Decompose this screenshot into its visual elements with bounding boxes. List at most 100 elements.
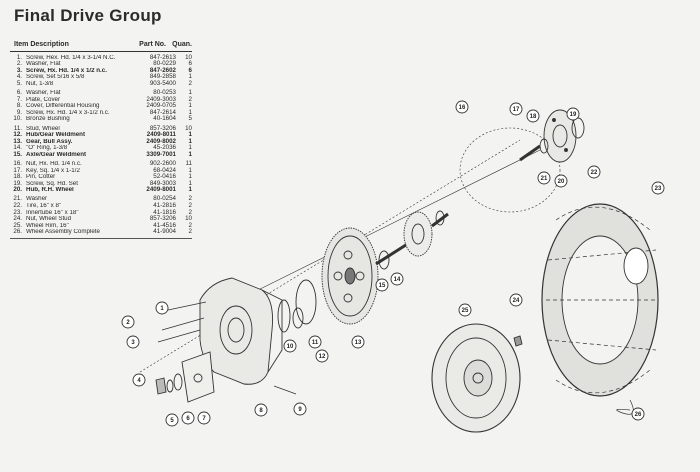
row-description: Innertube 16" x 18" [26, 209, 79, 216]
wheel-hub [519, 109, 585, 163]
callout-label: 1 [160, 306, 164, 312]
row-part-number: 41-4516 [153, 221, 176, 229]
table-body: 1.Screw, Hex. Hd. 1/4 x 3-1/4 N.C.847-26… [10, 54, 192, 236]
row-description: Screw, Hex. Hd. 1/4 x 3-1/4 N.C. [26, 54, 116, 61]
callout-22: 22 [587, 165, 601, 179]
row-quantity: 10 [185, 124, 192, 132]
row-description: Pin, Cotter [26, 174, 56, 181]
page-title: Final Drive Group [14, 6, 162, 25]
row-quantity: 6 [188, 66, 192, 74]
callout-label: 8 [259, 408, 263, 414]
row-description: Screw, Hx. Hd. 1/4 x 3-1/2 n.c. [26, 109, 110, 116]
callout-11: 11 [308, 335, 322, 349]
row-part-number: 45-2036 [153, 144, 176, 152]
row-description: Wheel Rim, 16" [26, 222, 69, 229]
row-item-number: 23. [13, 208, 22, 216]
row-quantity: 1 [188, 179, 192, 187]
row-item-number: 14. [13, 144, 22, 152]
row-description: Washer, Flat [26, 61, 61, 68]
row-quantity: 1 [188, 144, 192, 152]
row-quantity: 1 [188, 89, 192, 97]
row-part-number: 2409-3003 [146, 95, 176, 103]
row-item-number: 3. [16, 66, 22, 74]
row-quantity: 2 [188, 95, 192, 103]
bull-gear [321, 227, 379, 325]
callout-6: 6 [181, 411, 195, 425]
callout-label: 10 [287, 344, 294, 350]
row-part-number: 3309-7001 [146, 150, 176, 158]
callout-26: 26 [631, 407, 645, 421]
row-quantity: 10 [185, 215, 192, 223]
callout-10: 10 [283, 339, 297, 353]
callout-15: 15 [375, 278, 389, 292]
row-part-number: 41-2816 [153, 202, 176, 210]
row-description: Nut, Wheel Stud [26, 216, 72, 223]
row-part-number: 2409-0705 [146, 102, 176, 110]
row-description: Washer [26, 196, 48, 203]
washer-nut-stack [155, 373, 183, 395]
callout-label: 9 [298, 407, 302, 413]
row-part-number: 41-1816 [153, 208, 176, 216]
callout-21: 21 [537, 171, 551, 185]
row-part-number: 80-0254 [153, 195, 176, 203]
callout-9: 9 [293, 402, 307, 416]
table-row: 9.Screw, Hx. Hd. 1/4 x 3-1/2 n.c.847-261… [10, 108, 192, 117]
table-bottom-rule [10, 238, 192, 240]
callout-14: 14 [390, 272, 404, 286]
row-quantity: 2 [188, 228, 192, 236]
row-quantity: 2 [188, 221, 192, 229]
row-part-number: 52-0416 [153, 173, 176, 181]
callout-12: 12 [315, 349, 329, 363]
row-part-number: 40-1604 [153, 115, 176, 123]
row-part-number: 847-2614 [149, 108, 176, 116]
row-quantity: 1 [188, 108, 192, 116]
callout-19: 19 [566, 107, 580, 121]
row-item-number: 12. [13, 131, 22, 139]
table-header: Item Description Part No. Quan. [10, 41, 192, 52]
callout-4: 4 [132, 373, 146, 387]
callout-label: 2 [126, 320, 130, 326]
callout-label: 6 [186, 416, 190, 422]
callout-18: 18 [526, 109, 540, 123]
row-quantity: 1 [188, 73, 192, 81]
row-description: Cover, Differential Housing [26, 103, 100, 110]
row-description: "O" Ring, 1-3/8 [26, 145, 68, 152]
assembly-guide-line [237, 149, 541, 301]
callout-label: 20 [558, 179, 565, 185]
callout-label: 23 [655, 186, 662, 192]
row-quantity: 2 [188, 202, 192, 210]
row-quantity: 1 [188, 150, 192, 158]
row-item-number: 20. [13, 186, 22, 194]
screws-group [157, 301, 297, 395]
row-item-number: 19. [13, 179, 22, 187]
row-item-number: 2. [16, 60, 22, 68]
housing-gear-outline [459, 127, 561, 213]
row-item-number: 13. [13, 137, 22, 145]
callout-label: 18 [530, 114, 537, 120]
row-description: Washer, Flat [26, 90, 61, 97]
row-quantity: 1 [188, 166, 192, 174]
header-part-no: Part No. [139, 41, 166, 48]
row-part-number: 2409-8002 [146, 137, 176, 145]
row-quantity: 1 [188, 131, 192, 139]
row-description: Screw, Set 5/16 x 5/8 [26, 74, 85, 81]
row-item-number: 7. [16, 95, 22, 103]
row-item-number: 11. [13, 124, 22, 132]
callout-label: 26 [635, 412, 642, 418]
row-description: Axle/Gear Weldment [26, 151, 87, 158]
callout-7: 7 [197, 411, 211, 425]
row-description: Gear, Bull Assy. [26, 138, 73, 145]
header-quan: Quan. [172, 41, 192, 48]
callout-label: 13 [355, 340, 362, 346]
header-item-description: Item Description [14, 41, 69, 48]
